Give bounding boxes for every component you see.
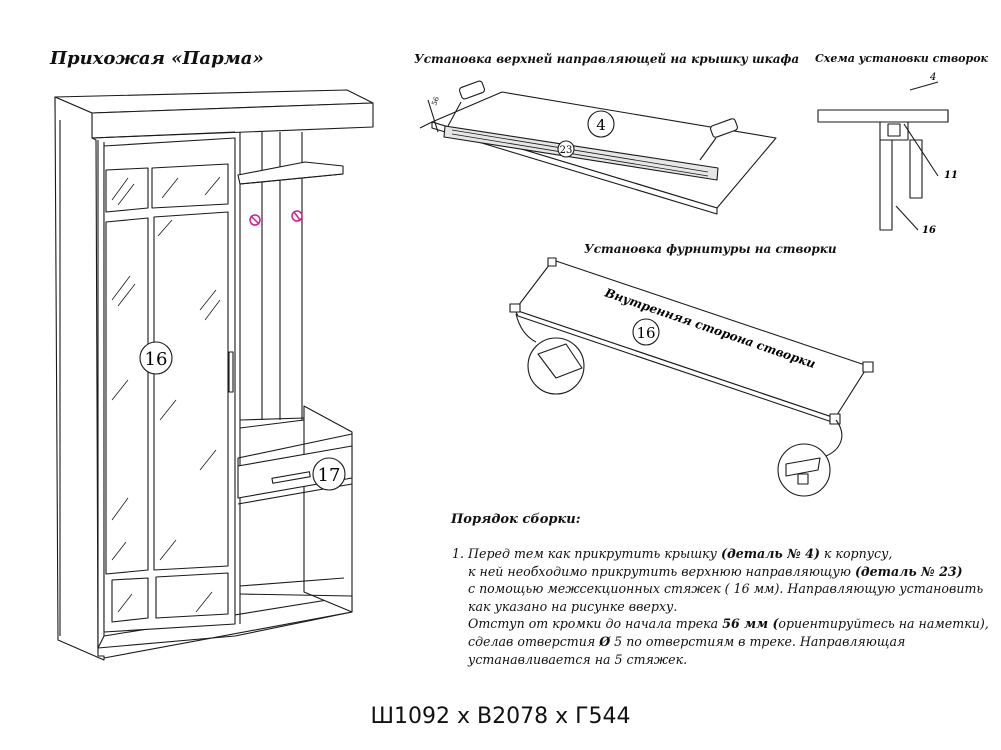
caption-fittings: Установка фурнитуры на створки (584, 242, 837, 256)
callout-door-circle (139, 341, 173, 375)
instruction-text: ориентируйтесь на наметки), (778, 616, 989, 632)
instruction-line: к ней необходимо прикрутить верхнюю напр… (452, 563, 992, 581)
instruction-text: устанавливается на 5 стяжек. (452, 651, 688, 667)
scheme-label-lid: 4 (929, 72, 936, 83)
instruction-text: с помощью межсекционных стяжек ( 16 мм).… (452, 581, 984, 597)
callout-door: 16 (145, 349, 168, 370)
coat-hooks (249, 210, 303, 226)
instruction-text: к корпусу, (819, 546, 893, 561)
instruction-text: как указано на рисунке вверху. (452, 598, 678, 614)
callout-lid: 4 (596, 116, 606, 134)
instruction-line: сделав отверстия Ø 5 по отверстиям в тре… (452, 633, 992, 651)
scheme-label-rail: 11 (944, 170, 958, 181)
instruction-text: (деталь № 4) (720, 546, 820, 561)
top-rail-drawing (419, 80, 777, 215)
instruction-text: 5 по отверстиям в треке. Направляющая (610, 633, 906, 649)
callout-door-panel-circle (632, 318, 660, 346)
wardrobe-drawing (54, 89, 374, 661)
dimensions-label: Ш1092 х В2078 х Г544 (370, 704, 631, 729)
door-scheme-drawing (817, 81, 949, 231)
instruction-line: с помощью межсекционных стяжек ( 16 мм).… (452, 580, 992, 598)
callout-drawer: 17 (318, 465, 341, 486)
instruction-line: 1. Перед тем как прикрутить крышку (дета… (452, 545, 992, 563)
instruction-text: Ø (599, 633, 611, 649)
callout-rail: 23 (560, 145, 573, 156)
scheme-label-door: 16 (922, 225, 936, 236)
callout-lid-circle (587, 110, 615, 138)
instruction-text: сделав отверстия (452, 633, 600, 649)
caption-door-scheme: Схема установки створок (815, 52, 988, 65)
instruction-text: (деталь № 23) (854, 563, 963, 579)
instruction-text: 56 мм ( (722, 616, 779, 632)
instruction-text: Отступ от кромки до начала трека (452, 616, 723, 632)
fittings-drawing (509, 257, 874, 497)
page-title: Прихожая «Парма» (50, 48, 264, 69)
instructions-list: 1. Перед тем как прикрутить крышку (дета… (452, 545, 992, 668)
callout-door-panel: 16 (636, 324, 655, 342)
instruction-line: устанавливается на 5 стяжек. (452, 651, 992, 669)
caption-top-rail: Установка верхней направляющей на крышку… (414, 52, 800, 66)
callout-drawer-circle (312, 457, 346, 491)
instruction-text: к ней необходимо прикрутить верхнюю напр… (452, 563, 855, 579)
instruction-line: как указано на рисунке вверху. (452, 598, 992, 616)
instruction-line: Отступ от кромки до начала трека 56 мм (… (452, 615, 992, 633)
instructions-heading: Порядок сборки: (451, 512, 581, 527)
instruction-text: 1. Перед тем как прикрутить крышку (452, 546, 721, 561)
offset-dimension: 56 (430, 95, 441, 107)
